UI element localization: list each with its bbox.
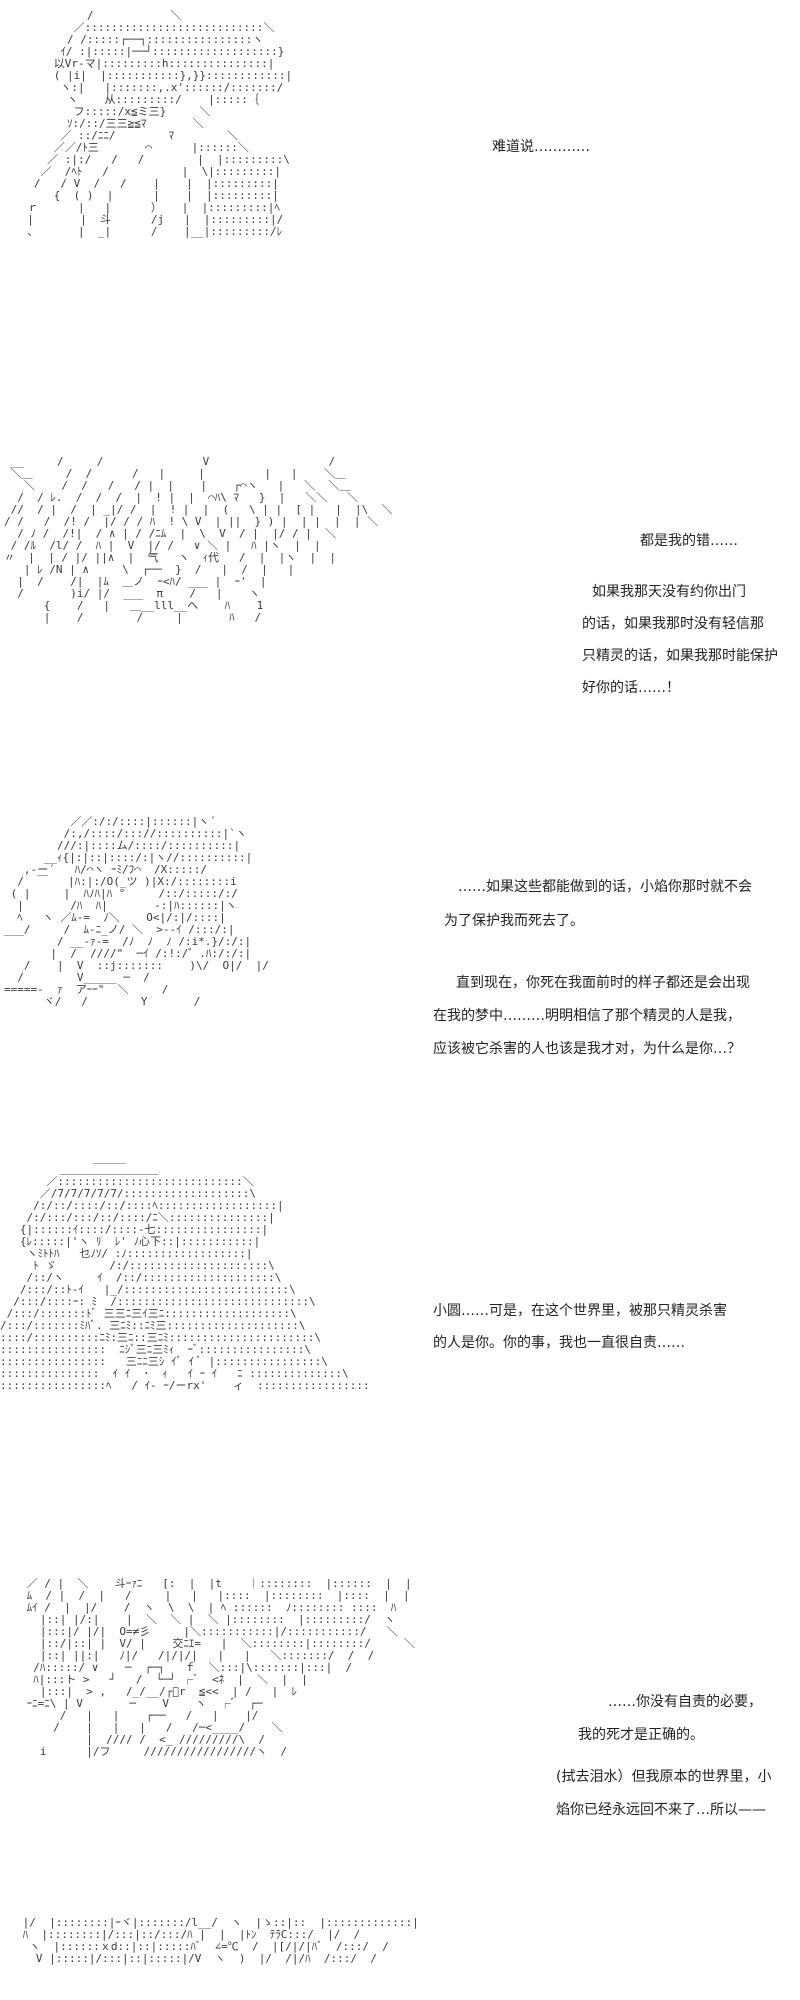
panel-4: _____ ＿＿＿＿＿＿＿＿＿ ／:::::::::::::::::::::::… xyxy=(0,1140,800,1560)
ascii-art-figure-1: /￣￣￣￣￣￣￣＼ ／:::::::::::::::::::::::::::＼ … xyxy=(27,10,293,238)
panel-6: |/ |::::::::|ｰヾ|:::::::/l__/ ヽ |ゝ::|:: |… xyxy=(0,1915,800,2000)
ascii-art-figure-4: _____ ＿＿＿＿＿＿＿＿＿ ／:::::::::::::::::::::::… xyxy=(0,1152,370,1392)
dialogue-line: 直到现在，你死在我面前时的样子都还是会出现 xyxy=(456,975,750,991)
dialogue-line: ……你没有自责的必要， xyxy=(608,1694,762,1710)
dialogue-line: (拭去泪水）但我原本的世界里，小 xyxy=(556,1769,772,1785)
dialogue-line: 我的死才是正确的。 xyxy=(578,1727,704,1743)
dialogue-line: ……如果这些都能做到的话，小焰你那时就不会 xyxy=(458,879,752,895)
panel-1: /￣￣￣￣￣￣￣＼ ／:::::::::::::::::::::::::::＼ … xyxy=(0,0,800,420)
panel-5: ／ / | ＼ 斗ｰｧﾆ [: | |t ｜:::::::: |:::::: |… xyxy=(0,1570,800,1905)
dialogue-line: 应该被它杀害的人也该是我才对，为什么是你…？ xyxy=(433,1041,741,1057)
panel-2: __ / / V / ＼＿ / / / | | | | ＼＿ ＼ / / / /… xyxy=(0,440,800,785)
ascii-art-figure-2: __ / / V / ＼＿ / / / | | | | ＼＿ ＼ / / / /… xyxy=(4,456,393,624)
panel-3: ／／:/:/::::|::::::|ヽ´ /:,/::::/::://:::::… xyxy=(0,800,800,1125)
dialogue-line: 在我的梦中………明明相信了那个精灵的人是我， xyxy=(433,1008,741,1024)
dialogue-line: 的人是你。你的事，我也一直很自责…… xyxy=(433,1335,685,1351)
dialogue-line: 都是我的错…… xyxy=(640,533,738,549)
dialogue-line: 为了保护我而死去了。 xyxy=(444,913,584,929)
dialogue-line: 难道说………… xyxy=(492,139,590,155)
dialogue-line: 如果我那天没有约你出门 xyxy=(592,584,746,600)
ascii-art-figure-6: |/ |::::::::|ｰヾ|:::::::/l__/ ヽ |ゝ::|:: |… xyxy=(22,1917,419,1965)
dialogue-line: 小圆……可是，在这个世界里，被那只精灵杀害 xyxy=(433,1303,727,1319)
ascii-art-figure-3: ／／:/:/::::|::::::|ヽ´ /:,/::::/::://:::::… xyxy=(4,816,269,1008)
dialogue-line: 好你的话……！ xyxy=(582,680,680,696)
dialogue-line: 的话，如果我那时没有轻信那 xyxy=(582,616,764,632)
dialogue-line: 焰你已经永远回不来了…所以—— xyxy=(556,1802,766,1818)
ascii-art-figure-5: ／ / | ＼ 斗ｰｧﾆ [: | |t ｜:::::::: |:::::: |… xyxy=(26,1578,415,1758)
dialogue-line: 只精灵的话，如果我那时能保护 xyxy=(582,648,778,664)
